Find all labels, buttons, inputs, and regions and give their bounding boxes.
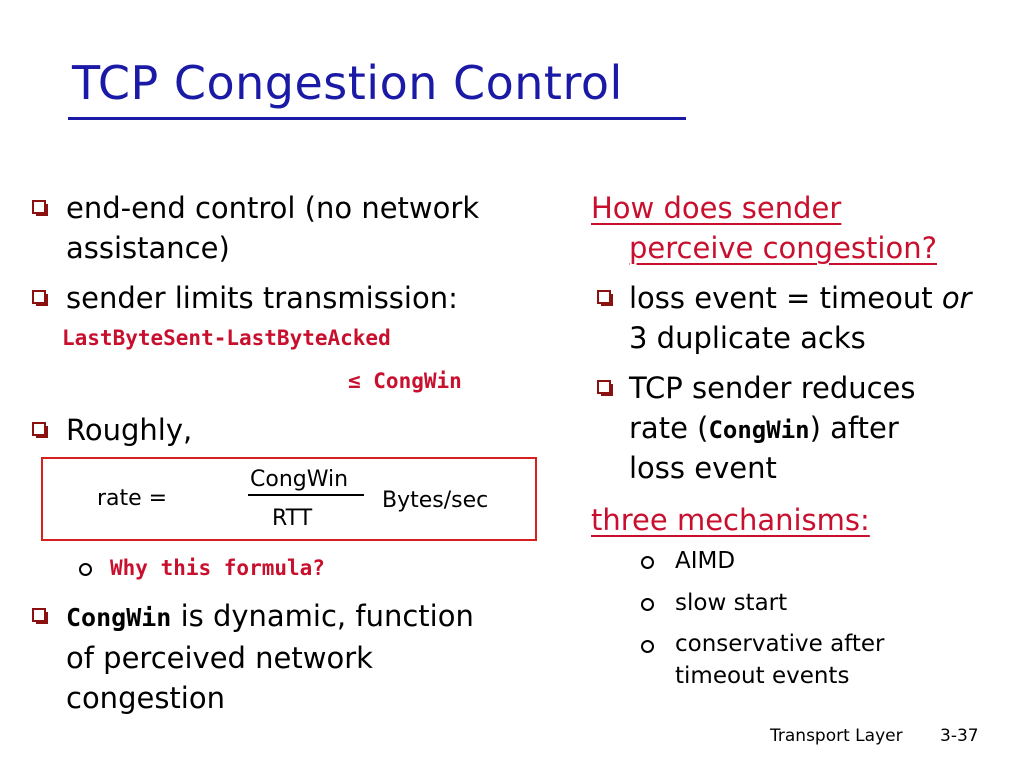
left-bullet-4-rest: is dynamic, function	[171, 599, 474, 633]
right-bullet-2-line3: loss event	[629, 451, 777, 485]
square-bullet-icon	[32, 200, 48, 216]
circle-bullet-icon	[641, 598, 654, 611]
code-congwin-limit: ≤ CongWin	[348, 369, 462, 393]
loss-event-text: loss event = timeout	[629, 281, 942, 315]
circle-bullet-icon	[641, 640, 654, 653]
question-text-2: perceive congestion?	[629, 231, 937, 265]
square-bullet-icon	[32, 608, 48, 624]
right-bullet-1-line1: loss event = timeout or	[629, 278, 971, 318]
mechanisms-heading-text: three mechanisms:	[591, 503, 870, 537]
left-bullet-4-line3: congestion	[66, 681, 225, 715]
formula-box	[41, 457, 537, 541]
congwin-code: CongWin	[66, 603, 172, 632]
mechanism-aimd: AIMD	[675, 548, 736, 574]
right-bullet-2-line2: rate (CongWin) after	[629, 408, 899, 450]
left-bullet-2: sender limits transmission:	[66, 281, 458, 315]
formula-lhs: rate =	[97, 486, 168, 511]
code-lastbytesent: LastByteSent-LastByteAcked	[62, 326, 391, 350]
mechanisms-heading: three mechanisms:	[591, 500, 870, 540]
right-question-line1: How does sender	[591, 188, 841, 228]
right-question-line2: perceive congestion?	[629, 228, 937, 268]
or-text: or	[941, 281, 972, 315]
footer-page-number: 3-37	[940, 726, 979, 746]
fraction-bar	[248, 494, 364, 496]
circle-bullet-icon	[641, 556, 654, 569]
mechanism-conservative-line2: timeout events	[675, 663, 850, 689]
mechanism-slow-start: slow start	[675, 590, 788, 616]
title-underline	[68, 117, 686, 120]
formula-numerator: CongWin	[250, 467, 349, 492]
left-bullet-4-line2: of perceived network	[66, 641, 373, 675]
left-bullet-3: Roughly,	[66, 413, 193, 447]
mechanism-conservative-line1: conservative after	[675, 631, 885, 657]
square-bullet-icon	[597, 290, 613, 306]
right-bullet-2-line1: TCP sender reduces	[629, 371, 916, 405]
formula-units: Bytes/sec	[382, 488, 489, 513]
why-formula: Why this formula?	[110, 556, 325, 580]
formula-denominator: RTT	[272, 506, 313, 531]
square-bullet-icon	[597, 380, 613, 396]
left-bullet-1-line2: assistance)	[66, 231, 230, 265]
congwin-code: CongWin	[708, 416, 810, 444]
right-bullet-1-line2: 3 duplicate acks	[629, 321, 866, 355]
question-text-1: How does sender	[591, 191, 842, 225]
left-bullet-4-line1: CongWin is dynamic, function	[66, 596, 474, 638]
rate-text: rate (	[629, 411, 709, 445]
square-bullet-icon	[32, 422, 48, 438]
square-bullet-icon	[32, 290, 48, 306]
slide-title: TCP Congestion Control	[72, 56, 623, 110]
footer-label: Transport Layer	[770, 726, 903, 746]
after-text: ) after	[809, 411, 899, 445]
left-bullet-1-line1: end-end control (no network	[66, 191, 480, 225]
circle-bullet-icon	[79, 563, 92, 576]
